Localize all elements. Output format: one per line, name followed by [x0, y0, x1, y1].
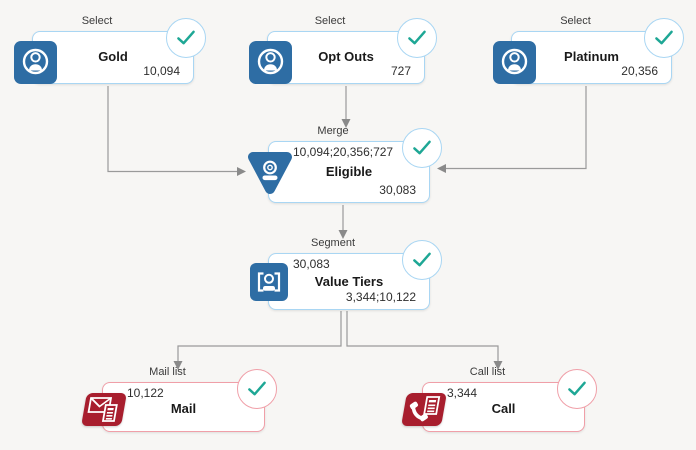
node-title: Value Tiers — [314, 273, 384, 289]
node-type-label: Merge — [317, 125, 349, 137]
node-type-label: Select — [560, 15, 591, 27]
checkmark-icon — [655, 30, 673, 45]
input-counts: 30,083 — [293, 257, 330, 271]
audience-select-icon — [14, 41, 57, 84]
arrowhead-left-icon — [437, 164, 446, 173]
output-count: 30,083 — [379, 183, 416, 197]
arrowhead-down-icon — [493, 361, 503, 370]
checkmark-icon — [177, 30, 195, 45]
arrowhead-right-icon — [237, 167, 246, 176]
node-type-label: Select — [81, 15, 113, 27]
node-type-label: Segment — [310, 237, 356, 249]
checkmark-icon — [408, 30, 426, 45]
call-list-icon — [401, 393, 447, 426]
node-merge-eligible[interactable]: Merge 10,094;20,356;727 Eligible 30,083 — [248, 125, 442, 203]
input-counts: 10,094;20,356;727 — [293, 145, 394, 159]
status-complete-badge — [166, 18, 206, 58]
checkmark-icon — [413, 140, 431, 155]
node-type-label: Call list — [469, 366, 506, 378]
arrowhead-down-icon — [338, 230, 348, 239]
edge-valuetiers-to-mail — [177, 311, 342, 361]
input-counts: 3,344 — [447, 386, 478, 400]
node-segment-value-tiers[interactable]: Segment 30,083 Value Tiers 3,344;10,122 — [250, 237, 442, 310]
node-type-label: Mail list — [149, 366, 186, 378]
audience-select-icon — [249, 41, 292, 84]
arrowhead-down-icon — [173, 361, 183, 370]
status-complete-badge — [557, 369, 597, 409]
node-select-platinum[interactable]: Select Platinum 20,356 — [493, 15, 684, 84]
output-count: 10,094 — [143, 64, 180, 78]
node-type-label: Select — [314, 15, 346, 27]
merge-funnel-icon — [246, 148, 294, 196]
node-title: Opt Outs — [318, 49, 374, 64]
arrowhead-down-icon — [341, 119, 351, 128]
status-complete-badge — [402, 240, 442, 280]
node-title: Eligible — [325, 164, 373, 179]
output-counts: 3,344;10,122 — [345, 290, 416, 304]
node-select-opt-outs[interactable]: Select Opt Outs 727 — [249, 15, 437, 84]
segment-icon — [250, 263, 288, 301]
edge-valuetiers-to-call — [346, 311, 499, 361]
output-count: 727 — [390, 64, 411, 78]
node-title: Call — [491, 401, 516, 416]
output-count: 20,356 — [621, 64, 658, 78]
node-title: Mail — [170, 401, 197, 416]
node-mail-list[interactable]: Mail list 10,122 Mail — [81, 366, 277, 432]
checkmark-icon — [568, 381, 586, 396]
status-complete-badge — [237, 369, 277, 409]
input-counts: 10,122 — [127, 386, 164, 400]
output-count — [423, 416, 584, 427]
checkmark-icon — [248, 381, 266, 396]
status-complete-badge — [402, 128, 442, 168]
status-complete-badge — [644, 18, 684, 58]
node-call-list[interactable]: Call list 3,344 Call — [401, 366, 597, 432]
node-select-gold[interactable]: Select Gold 10,094 — [14, 15, 206, 84]
audience-select-icon — [493, 41, 536, 84]
edge-platinum-to-eligible — [446, 86, 587, 170]
status-complete-badge — [397, 18, 437, 58]
node-title: Platinum — [564, 49, 619, 64]
edge-gold-to-eligible — [107, 86, 237, 173]
node-title: Gold — [98, 49, 128, 64]
checkmark-icon — [413, 252, 431, 267]
mail-list-icon — [81, 393, 127, 426]
output-count — [103, 416, 264, 427]
